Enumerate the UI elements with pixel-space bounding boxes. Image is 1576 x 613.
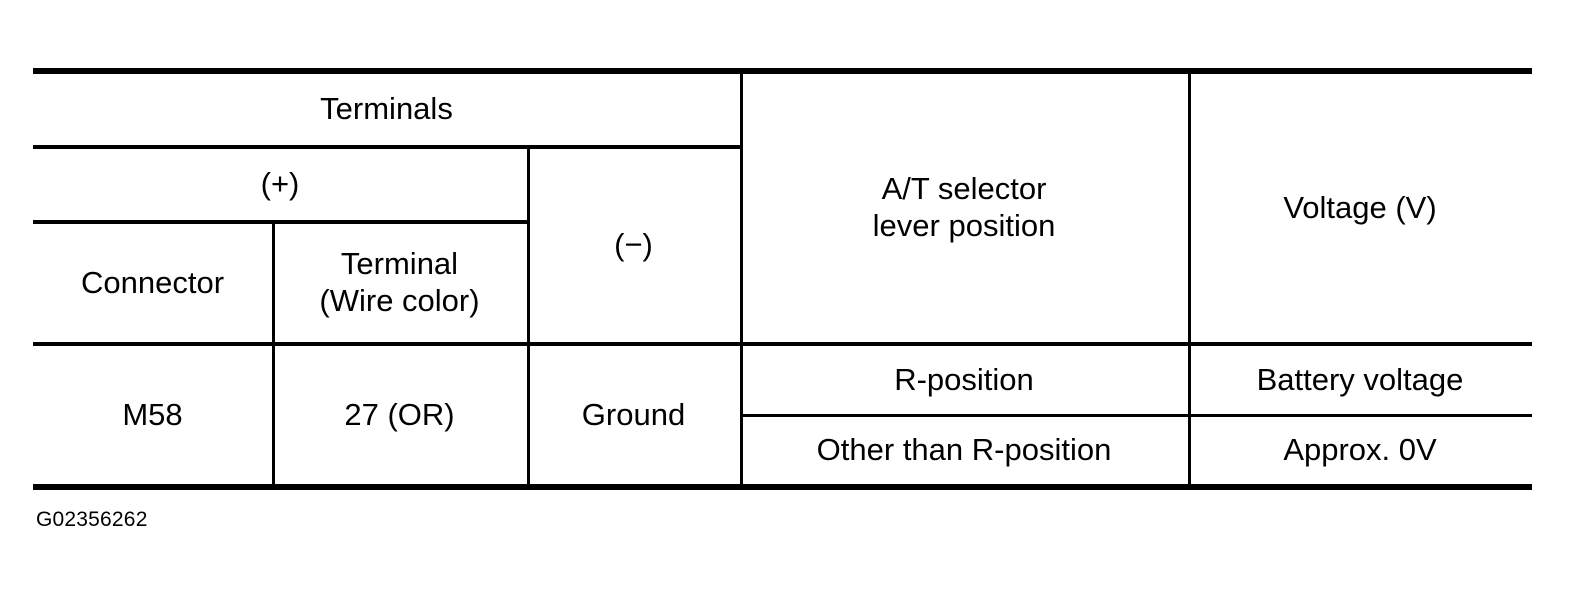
rule-under-terminals — [33, 145, 740, 149]
rule-under-positive — [33, 220, 527, 224]
header-at-selector-line2: lever position — [872, 208, 1056, 243]
table-top-border — [33, 68, 1532, 74]
cell-voltage-other: Approx. 0V — [1283, 432, 1437, 468]
cell-terminal-value: 27 (OR) — [344, 396, 455, 432]
header-terminal-line2: (Wire color) — [319, 283, 480, 318]
cell-connector-value: M58 — [122, 396, 183, 432]
header-positive: (+) — [260, 166, 300, 202]
rule-between-condition-rows — [740, 414, 1532, 417]
divider-terminals-at-selector — [740, 74, 743, 484]
rule-under-header-row — [33, 342, 1532, 346]
header-at-selector-lever-position: A/T selector lever position — [740, 74, 1188, 342]
cell-lever-position-other: Other than R-position — [816, 432, 1112, 468]
terminal-voltage-table: Terminals (+) (−) Connector Terminal (Wi… — [33, 68, 1532, 490]
divider-positive-negative — [527, 145, 530, 484]
divider-at-selector-voltage — [1188, 74, 1191, 484]
header-at-selector-line1: A/T selector — [881, 171, 1047, 207]
cell-voltage-r: Battery voltage — [1256, 361, 1464, 397]
table-bottom-border — [33, 484, 1532, 490]
cell-lever-position-r: R-position — [894, 361, 1034, 397]
header-voltage: Voltage (V) — [1283, 189, 1437, 225]
header-terminals: Terminals — [320, 91, 453, 127]
header-negative: (−) — [614, 227, 653, 263]
divider-connector-terminal — [272, 224, 275, 484]
figure-caption: G02356262 — [36, 508, 148, 531]
cell-negative-value: Ground — [581, 396, 686, 432]
header-terminal-line1: Terminal — [340, 246, 459, 282]
header-terminal-wire-color: Terminal (Wire color) — [272, 224, 527, 342]
header-connector: Connector — [80, 264, 225, 300]
